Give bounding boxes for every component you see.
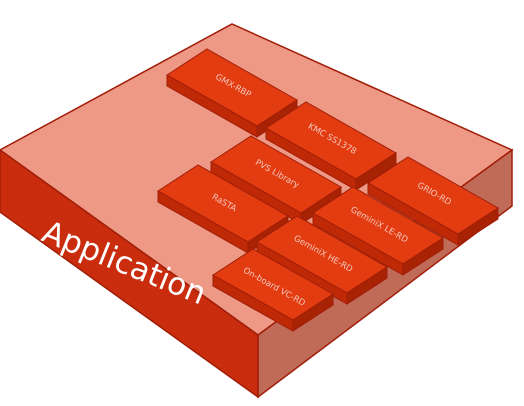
module-pvs-library: PVS Library [210,135,342,225]
module-gmx-rbp: GMX-RBP [166,48,298,138]
module-grio-rd: GRIO-RD [367,156,499,246]
slab-left-face [0,149,259,399]
module-geminix-le-rd: GeminiX LE-RD [312,186,444,276]
module-kmc-ss1378: KMC SS1378 [265,101,397,191]
module-blocks: GMX-RBP KMC SS1378 PVS Library GRIO-RD [157,48,499,332]
module-on-board-vc-rd: On-board VC-RD [212,248,334,332]
